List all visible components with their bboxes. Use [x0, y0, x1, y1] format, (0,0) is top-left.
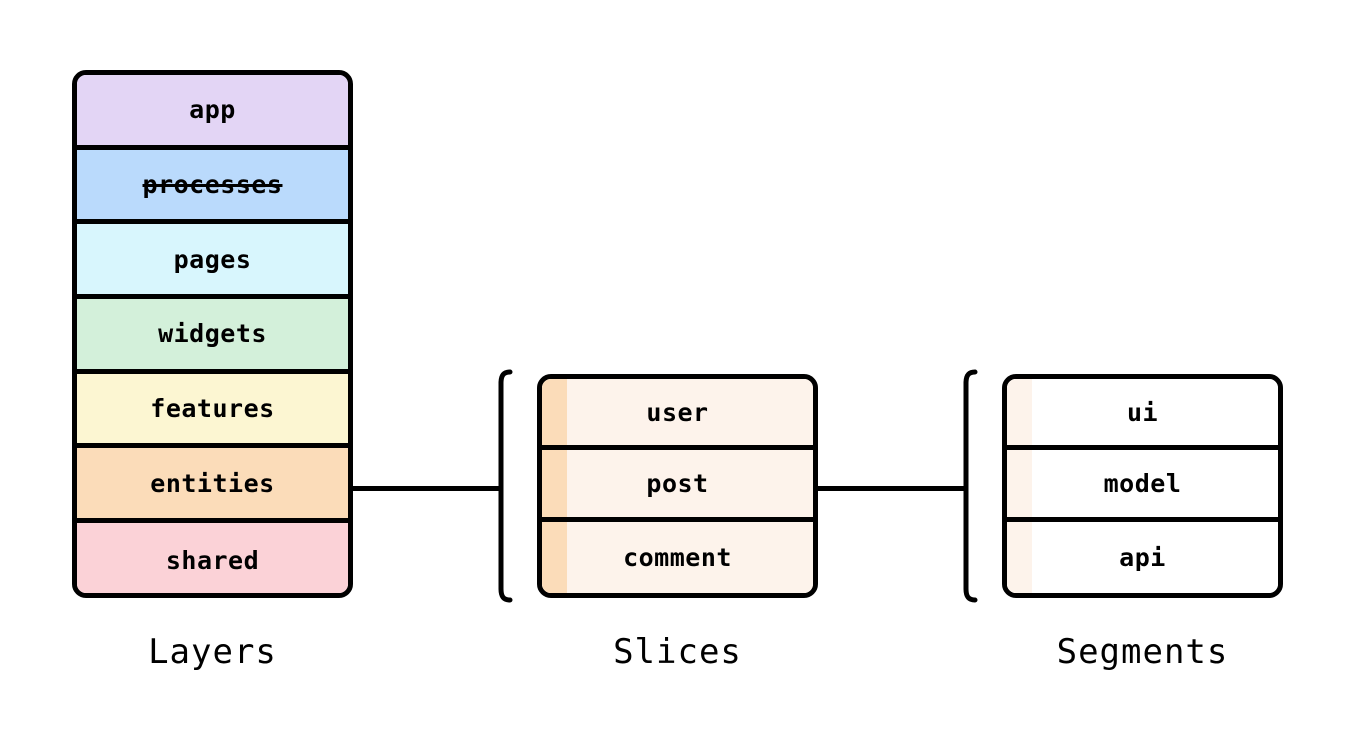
segment-row-api[interactable]: api — [1007, 521, 1278, 593]
segment-accent-stripe — [1007, 521, 1032, 593]
segment-label-model: model — [1103, 468, 1182, 498]
slice-row-user[interactable]: user — [542, 379, 813, 451]
segments-group: ui model api — [1002, 374, 1283, 598]
slice-accent-stripe — [542, 450, 567, 517]
slices-group: user post comment — [537, 374, 818, 598]
slice-label-comment: comment — [623, 542, 732, 572]
slice-row-post[interactable]: post — [542, 450, 813, 522]
layer-label-shared: shared — [165, 545, 260, 575]
layers-group: app processes pages widgets features ent… — [72, 70, 353, 598]
slices-bracket — [490, 368, 516, 604]
caption-segments: Segments — [1056, 632, 1229, 672]
layer-label-pages: pages — [173, 244, 252, 274]
layer-row-pages[interactable]: pages — [77, 224, 348, 300]
layer-row-processes[interactable]: processes — [77, 149, 348, 225]
caption-slices: Slices — [613, 632, 742, 672]
segment-label-ui: ui — [1126, 397, 1159, 427]
connector-layers-to-slices — [353, 486, 502, 491]
segment-row-ui[interactable]: ui — [1007, 379, 1278, 451]
segments-bracket — [955, 368, 981, 604]
layer-row-entities[interactable]: entities — [77, 448, 348, 524]
connector-slices-to-segments — [818, 486, 967, 491]
segment-row-model[interactable]: model — [1007, 450, 1278, 522]
segment-label-api: api — [1119, 542, 1166, 572]
layer-row-features[interactable]: features — [77, 373, 348, 449]
layer-row-app[interactable]: app — [77, 75, 348, 150]
layer-label-features: features — [150, 394, 275, 424]
slice-accent-stripe — [542, 379, 567, 446]
caption-layers: Layers — [148, 632, 277, 672]
slice-row-comment[interactable]: comment — [542, 521, 813, 593]
slice-accent-stripe — [542, 521, 567, 593]
layer-row-shared[interactable]: shared — [77, 523, 348, 593]
segment-accent-stripe — [1007, 379, 1032, 446]
slice-label-user: user — [646, 397, 709, 427]
layer-label-widgets: widgets — [158, 319, 267, 349]
layer-label-processes: processes — [142, 170, 283, 200]
layer-row-widgets[interactable]: widgets — [77, 299, 348, 374]
layer-label-entities: entities — [150, 468, 275, 498]
segments-bracket-shape — [963, 369, 978, 603]
segment-accent-stripe — [1007, 450, 1032, 517]
slices-bracket-shape — [498, 369, 513, 603]
slice-label-post: post — [646, 468, 709, 498]
layer-label-app: app — [189, 95, 236, 125]
